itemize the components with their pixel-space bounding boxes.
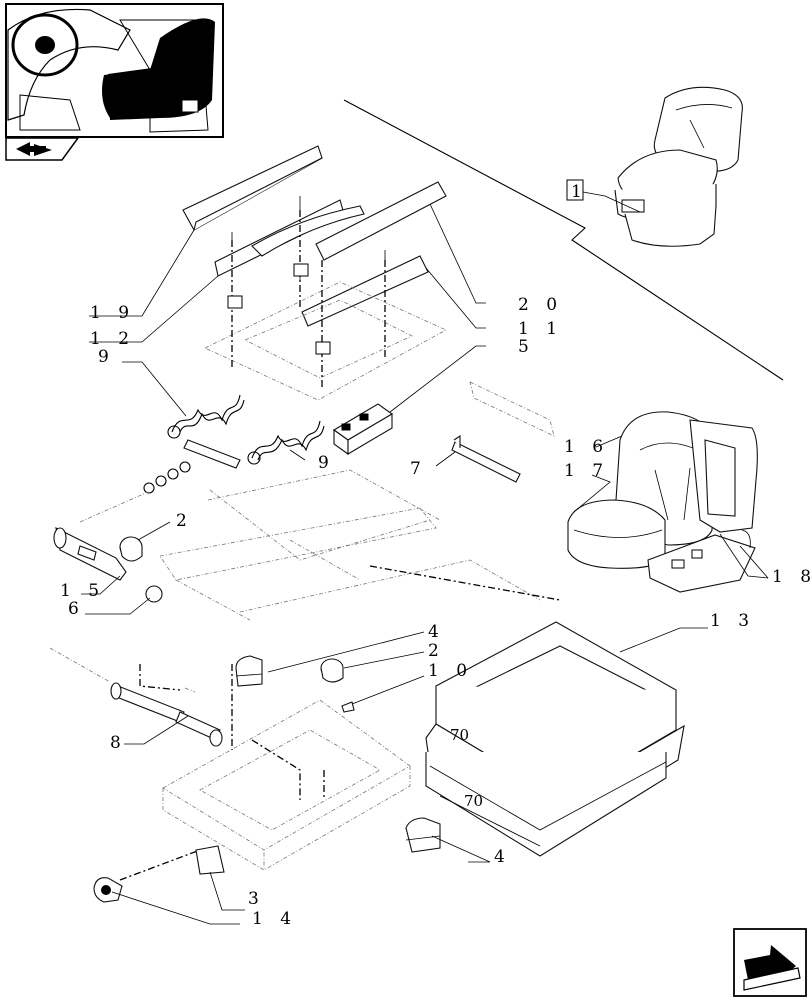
pivot-shaft	[53, 527, 127, 581]
label-16: 1 6	[564, 437, 609, 457]
label-8: 8	[110, 733, 127, 753]
label-20: 2 0	[518, 295, 563, 315]
label-13: 1 3	[710, 611, 755, 631]
slide-rails	[182, 145, 447, 327]
mounting-plate	[204, 210, 447, 401]
label-9-left: 9	[98, 347, 115, 367]
label-5: 5	[518, 337, 535, 357]
seat-cushion-set	[567, 411, 758, 593]
washers	[143, 461, 191, 494]
label-2-lower: 2	[428, 641, 445, 661]
scissor-frame	[159, 469, 561, 621]
gas-spring	[49, 647, 233, 750]
leader-lines	[81, 203, 769, 925]
label-10: 1 0	[428, 661, 473, 681]
svg-text:70: 70	[464, 792, 483, 810]
label-15: 1 5	[60, 581, 105, 601]
bumper-upper	[235, 655, 263, 687]
label-1: 1	[571, 182, 588, 202]
label-7: 7	[410, 459, 427, 479]
tension-spring-left	[167, 394, 245, 439]
svg-text:70: 70	[450, 726, 469, 744]
label-9-right: 9	[318, 453, 335, 473]
adjustment-bar	[451, 381, 555, 483]
bracket-housing	[332, 403, 394, 456]
roller-bushing	[119, 536, 143, 562]
back-arrow-icon[interactable]	[5, 137, 80, 161]
label-6: 6	[68, 599, 85, 619]
label-2-upper: 2	[176, 511, 193, 531]
label-12: 1 2	[90, 329, 135, 349]
label-14: 1 4	[252, 909, 297, 929]
label-18: 1 8	[772, 567, 812, 587]
reference-labels: 1 1 9 1 2 9 2 0 1 1 5 9 7 2 1 5 6 4 2 1 …	[60, 182, 812, 929]
roller-right	[320, 658, 344, 683]
label-19: 1 9	[90, 303, 135, 323]
bellows-cover: 70 70	[425, 621, 685, 857]
label-4-upper: 4	[428, 622, 445, 642]
forward-arrow-icon[interactable]	[733, 928, 807, 997]
adjustment-knob	[93, 877, 123, 903]
bumper-lower-left	[195, 845, 225, 875]
label-3: 3	[248, 889, 265, 909]
tension-spring-right	[247, 420, 325, 465]
bumper-lower-right	[405, 817, 441, 853]
section-divider	[343, 99, 784, 381]
label-17: 1 7	[564, 461, 609, 481]
label-11: 1 1	[518, 319, 563, 339]
location-thumbnail	[5, 3, 224, 138]
bottom-base	[119, 699, 411, 881]
label-4-lower: 4	[494, 847, 511, 867]
complete-seat-assembly	[614, 86, 743, 247]
bolt-10	[341, 701, 355, 713]
